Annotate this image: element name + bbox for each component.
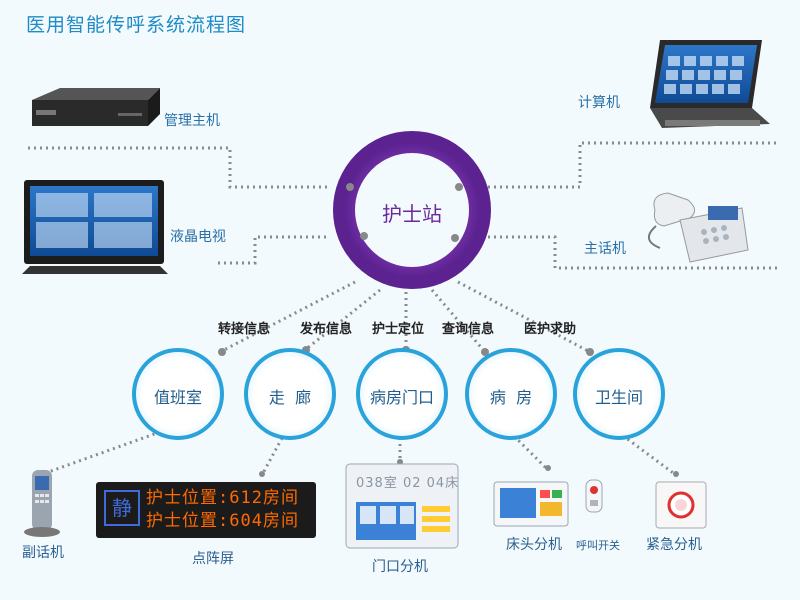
function-label-transfer: 转接信息 — [218, 322, 271, 337]
led-display-label: 点阵屏 — [192, 551, 234, 567]
led-line-2: 护士位置:604房间 — [146, 511, 299, 531]
door-panel-text: 038室 02 04床 — [356, 476, 460, 491]
location-bathroom: 卫生间 — [594, 388, 643, 407]
bubble-duty-room — [132, 348, 224, 440]
emergency-unit-label: 紧急分机 — [646, 537, 702, 553]
nurse-station-ring — [333, 131, 491, 289]
location-ward-door: 病房门口 — [369, 388, 434, 407]
line-lcd-tv — [218, 235, 330, 265]
location-duty-room: 值班室 — [153, 388, 202, 407]
function-label-publish: 发布信息 — [300, 322, 353, 337]
line-fn-2 — [304, 288, 381, 352]
line-fn-5 — [457, 280, 591, 354]
page-title: 医用智能传呼系统流程图 — [26, 14, 247, 36]
led-icon: 静 — [104, 490, 140, 526]
handset-label: 副话机 — [22, 545, 64, 561]
bubble-ward — [465, 348, 557, 440]
lcd-tv-image — [22, 180, 168, 274]
master-phone-image — [648, 192, 749, 263]
bubble-corridor — [244, 348, 336, 440]
handset-image — [24, 470, 60, 537]
lcd-tv-label: 液晶电视 — [170, 229, 226, 245]
location-ward: 病 房 — [489, 388, 533, 407]
line-fn-4 — [430, 289, 487, 353]
location-bubbles — [132, 348, 665, 440]
computer-image — [650, 40, 770, 128]
management-host-label: 管理主机 — [164, 113, 220, 129]
emergency-unit-image — [655, 481, 707, 529]
bedside-unit-label: 床头分机 — [506, 537, 562, 553]
function-label-locate: 护士定位 — [372, 322, 425, 337]
management-host-image — [32, 88, 160, 126]
led-line-1: 护士位置:612房间 — [146, 488, 299, 508]
door-unit-image — [345, 463, 459, 549]
nurse-station-label: 护士站 — [382, 202, 442, 226]
led-display-panel: 静 护士位置:612房间 护士位置:604房间 — [96, 482, 316, 538]
bedside-unit-image — [493, 481, 569, 527]
location-corridor: 走 廊 — [268, 388, 312, 407]
function-label-help: 医护求助 — [524, 322, 577, 337]
bubble-ward-door — [356, 348, 448, 440]
ring-dots — [346, 183, 463, 242]
call-switch-label: 呼叫开关 — [576, 539, 620, 552]
computer-label: 计算机 — [578, 95, 620, 111]
bubble-bathroom — [573, 348, 665, 440]
line-master-phone — [470, 235, 778, 270]
master-phone-label: 主话机 — [584, 241, 626, 257]
line-dev-1 — [39, 430, 161, 477]
line-fn-1 — [219, 280, 356, 354]
door-unit-label: 门口分机 — [372, 559, 428, 575]
line-computer — [470, 141, 778, 189]
function-label-query: 查询信息 — [442, 322, 495, 337]
call-switch-image — [585, 479, 603, 513]
line-dev-2 — [260, 437, 284, 476]
